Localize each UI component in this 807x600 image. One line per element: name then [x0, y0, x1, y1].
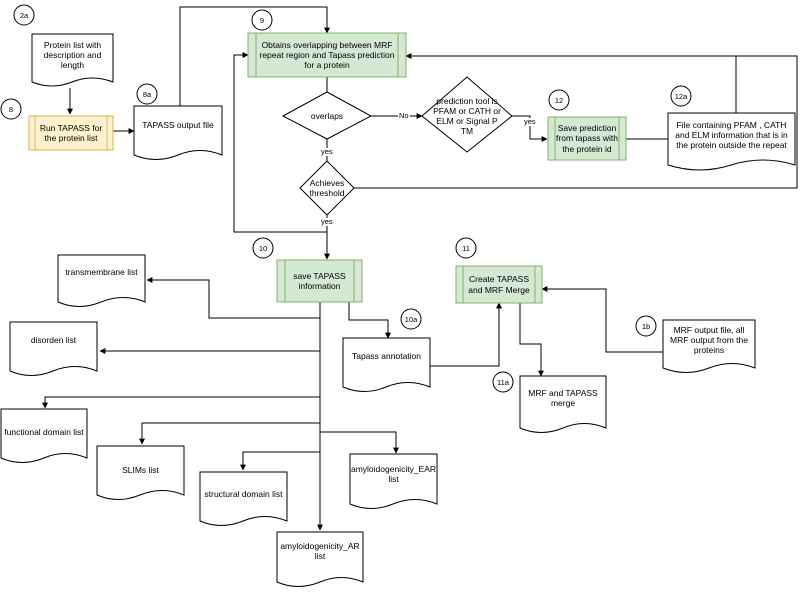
doc-transmembrane	[57, 254, 146, 307]
doc-structural-domain	[199, 471, 288, 526]
edge-to-slims	[139, 422, 320, 445]
edge-to-structural	[240, 451, 320, 471]
edge-s10-to-annotation	[348, 302, 391, 339]
edge-tool-to-s12	[512, 115, 548, 142]
doc-slims	[96, 445, 185, 500]
edge-label-yes-tool: yes	[523, 117, 537, 127]
step-12-box	[547, 116, 627, 161]
doc-pfam-file	[667, 112, 796, 171]
marker-12a-circle	[670, 85, 692, 107]
edge-label-yes-overlaps: yes	[320, 147, 334, 157]
edge-s11-to-merge	[519, 303, 544, 377]
step-9-box	[247, 32, 407, 78]
decision-overlaps	[281, 91, 373, 140]
marker-1b-circle	[635, 315, 657, 337]
connectors	[42, 6, 798, 531]
doc-tapass-output	[133, 105, 223, 160]
doc-amyloid-ear	[349, 453, 438, 509]
edge-annotation-to-s11	[430, 302, 502, 367]
doc-tapass-annotation	[342, 337, 431, 392]
decision-tool	[421, 76, 513, 153]
doc-amyloid-ar	[276, 531, 364, 587]
edge-threshold-loop	[354, 55, 798, 189]
edge-label-yes-threshold: yes	[320, 217, 334, 227]
edge-label-no: No	[398, 111, 410, 121]
step-10-box	[276, 259, 363, 303]
marker-9-circle	[251, 9, 273, 31]
doc-functional-domain	[0, 408, 88, 463]
step-8-box	[28, 115, 114, 151]
marker-8-circle	[0, 98, 22, 120]
doc-disorden	[9, 321, 98, 376]
doc-mrf-output	[662, 319, 756, 373]
marker-8a-circle	[136, 83, 158, 105]
edge-to-transmembrane	[146, 277, 320, 319]
edge-threshold-to-s10	[233, 52, 328, 233]
doc-mrf-tapass-merge	[519, 375, 607, 433]
marker-2a-circle	[13, 4, 35, 26]
marker-11a-circle	[492, 371, 514, 393]
step-11-box	[455, 265, 543, 304]
doc-protein-list	[31, 33, 114, 87]
edge-output-to-s9	[179, 6, 330, 106]
edge-to-functional	[42, 396, 320, 409]
marker-10-circle	[252, 237, 274, 259]
edge-mrf-to-s11	[541, 286, 663, 353]
edge-to-ear	[320, 431, 399, 454]
marker-10a-circle	[400, 308, 422, 330]
marker-11-circle	[455, 237, 477, 259]
decision-threshold	[299, 160, 355, 216]
marker-12-circle	[548, 89, 570, 111]
